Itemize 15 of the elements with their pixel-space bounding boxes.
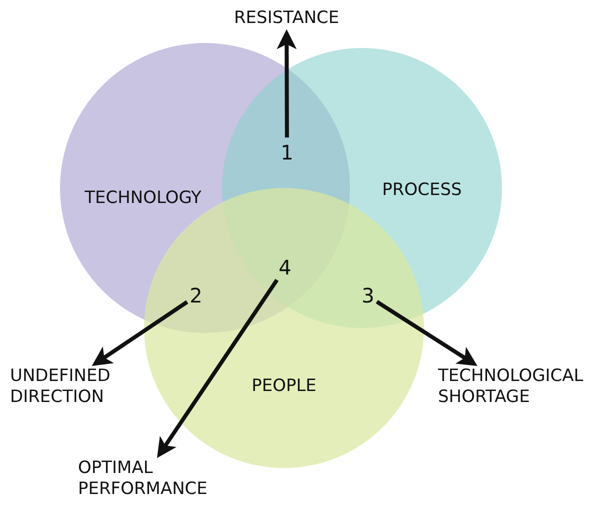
circle-label: PEOPLE [252,376,316,396]
arrow [92,300,188,366]
circle-label: PROCESS [382,180,462,200]
arrow [276,29,297,138]
region-number: 3 [362,284,374,308]
circle-label: TECHNOLOGY [84,188,202,208]
region-number: 2 [190,284,202,308]
region-number: 1 [280,140,294,166]
outcome-label: RESISTANCE [234,8,340,30]
outcome-label: UNDEFINED DIRECTION [10,366,110,408]
region-number: 4 [278,256,292,280]
arrow [376,300,478,366]
outcome-label: OPTIMAL PERFORMANCE [78,458,208,500]
arrow [157,278,279,458]
outcome-label: TECHNOLOGICAL SHORTAGE [438,366,584,408]
